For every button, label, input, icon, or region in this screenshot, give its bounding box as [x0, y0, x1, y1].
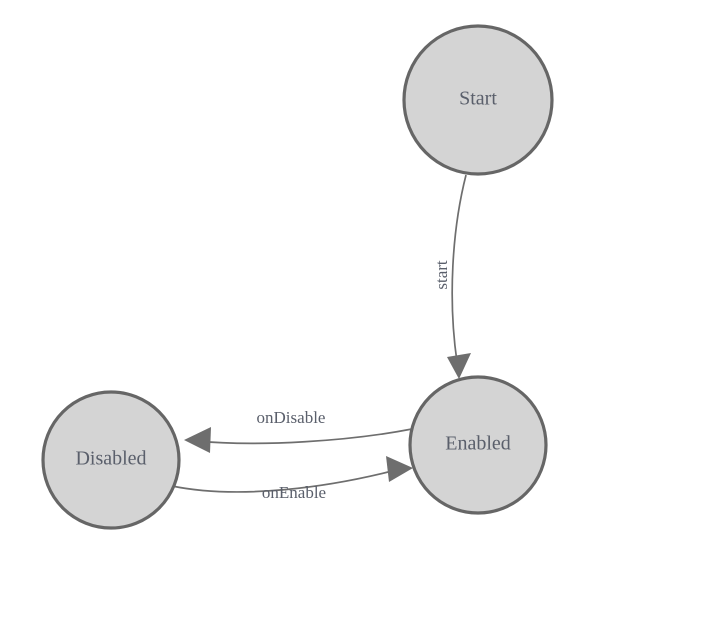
edge-enabled-to-disabled-path [195, 428, 413, 445]
edge-enabled-to-disabled[interactable]: onDisable [184, 408, 413, 453]
node-start-circle [402, 24, 554, 176]
node-enabled-circle [408, 375, 548, 515]
node-enabled-label: Enabled [445, 433, 511, 455]
edge-label-ondisable: onDisable [257, 408, 326, 427]
arrowhead-into-enabled-top [447, 353, 471, 379]
edge-start-to-enabled-path [451, 174, 467, 363]
arrowhead-into-enabled-left [386, 456, 413, 482]
edge-label-start: start [432, 260, 451, 290]
node-disabled-label: Disabled [75, 448, 146, 470]
node-start-label: Start [459, 88, 497, 110]
edge-disabled-to-enabled[interactable]: onEnable [171, 456, 413, 502]
edge-disabled-to-enabled-path [171, 469, 397, 493]
arrowhead-into-disabled [184, 427, 211, 453]
node-start[interactable]: Start [402, 24, 554, 176]
edge-start-to-enabled[interactable]: start [432, 174, 471, 379]
node-enabled[interactable]: Enabled [408, 375, 548, 515]
node-disabled[interactable]: Disabled [41, 390, 181, 530]
node-disabled-circle [41, 390, 181, 530]
edge-label-onenable: onEnable [262, 483, 326, 502]
